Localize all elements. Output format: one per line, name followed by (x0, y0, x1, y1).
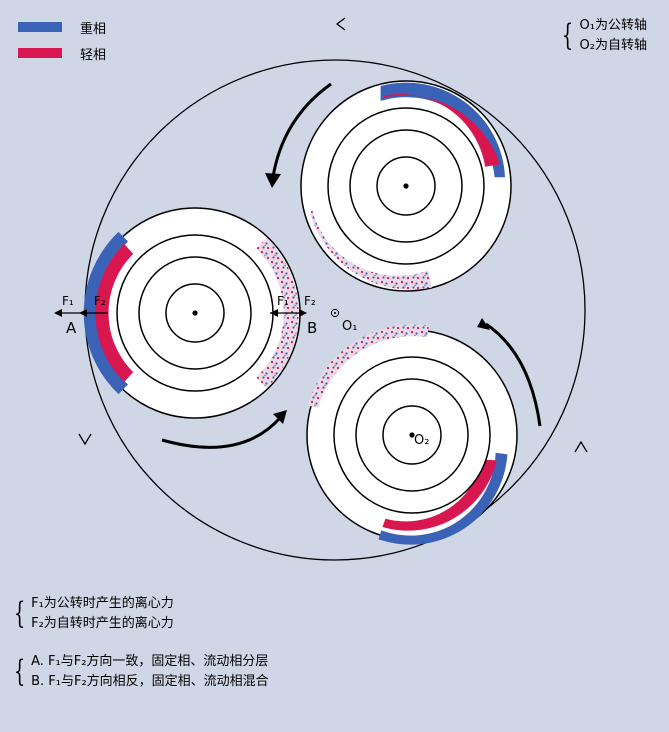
phase-legend: 重相 轻相 (18, 16, 106, 68)
rotation-arrow-top (265, 82, 332, 188)
axes-note-o1: O₁为公转轴 (579, 18, 647, 33)
rotation-arrow-bottom (161, 410, 287, 449)
heavy-phase-band-lower (378, 452, 508, 545)
brace-icon: { (13, 654, 26, 689)
orbit-arrowhead-left (78, 433, 92, 446)
result-note: { A. F₁与F₂方向一致，固定相、流动相分层 B. F₁与F₂方向相反，固定… (10, 652, 269, 692)
mixed-zone-left (256, 237, 299, 389)
light-phase-swatch (18, 48, 62, 58)
label-b: B (307, 319, 317, 337)
force-arrows-right (270, 309, 307, 317)
orbit-arrowhead-right (574, 440, 588, 453)
axes-note: { O₁为公转轴 O₂为自转轴 (558, 16, 647, 56)
coil-lower-right (306, 324, 518, 545)
legend-light: 轻相 (18, 42, 106, 64)
heavy-phase-label: 重相 (80, 21, 107, 37)
coil-left (83, 207, 301, 419)
label-f2-right: F₂ (304, 294, 316, 308)
force-arrows-left (54, 309, 108, 317)
rotation-arrow-right (477, 318, 542, 427)
label-f1-right: F₁ (277, 294, 289, 308)
force-note-f2: F₂为自转时产生的离心力 (31, 616, 174, 631)
light-phase-band-upper (384, 93, 500, 167)
label-o1: O₁ (342, 319, 357, 334)
axes-note-o2: O₂为自转轴 (579, 38, 647, 53)
heavy-phase-band-left (83, 231, 128, 395)
brace-icon: { (13, 596, 26, 631)
light-phase-band-lower (382, 459, 497, 531)
heavy-phase-swatch (18, 22, 62, 32)
revolution-axis-icon (330, 308, 340, 318)
label-f1-left: F₁ (62, 294, 74, 308)
light-phase-band-left (95, 244, 134, 382)
result-note-a: A. F₁与F₂方向一致，固定相、流动相分层 (31, 654, 269, 669)
label-o2: O₂ (414, 433, 429, 448)
coil-upper-right (300, 80, 512, 292)
force-note: { F₁为公转时产生的离心力 F₂为自转时产生的离心力 (10, 594, 174, 634)
light-phase-label: 轻相 (80, 47, 107, 63)
orbit-arrowhead-top (335, 17, 346, 31)
result-note-b: B. F₁与F₂方向相反，固定相、流动相混合 (31, 674, 269, 689)
force-note-f1: F₁为公转时产生的离心力 (31, 596, 174, 611)
legend-heavy: 重相 (18, 16, 106, 38)
label-f2-left: F₂ (94, 294, 106, 308)
label-a: A (66, 319, 77, 337)
mixed-zone-lower (307, 324, 430, 408)
mixed-zone-upper (310, 209, 432, 290)
brace-icon: { (562, 18, 574, 53)
